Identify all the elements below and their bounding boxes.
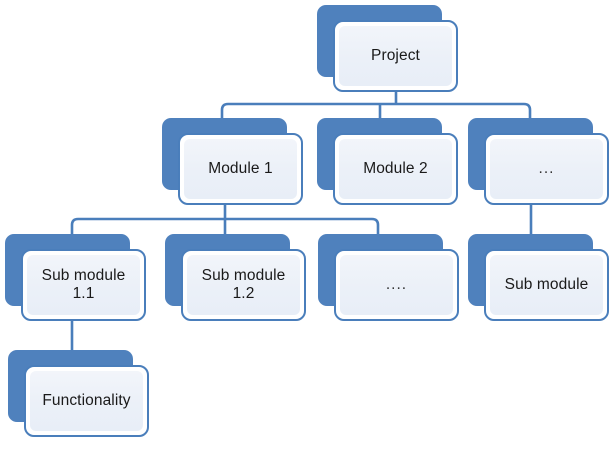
tree-node-sub12[interactable]: Sub module 1.2 — [165, 234, 306, 321]
node-label: Sub module 1.1 — [41, 266, 126, 302]
tree-node-sub11[interactable]: Sub module 1.1 — [5, 234, 146, 321]
tree-node-module2[interactable]: Module 2 — [317, 118, 458, 205]
node-card: .... — [334, 249, 459, 321]
tree-node-functionality[interactable]: Functionality — [8, 350, 149, 437]
node-label: Project — [371, 46, 420, 64]
node-label: Module 2 — [363, 159, 428, 177]
node-inner-fill: ... — [490, 139, 603, 199]
tree-node-sub-right[interactable]: Sub module — [468, 234, 609, 321]
node-label: Sub module — [504, 275, 589, 293]
node-label: ... — [538, 159, 555, 177]
tree-node-project[interactable]: Project — [317, 5, 458, 92]
node-card: Module 1 — [178, 133, 303, 205]
node-card: Module 2 — [333, 133, 458, 205]
node-card: Sub module 1.1 — [21, 249, 146, 321]
edge-bus-level1 — [220, 102, 532, 133]
node-label: Sub module 1.2 — [201, 266, 286, 302]
tree-node-module1[interactable]: Module 1 — [162, 118, 303, 205]
node-card: Project — [333, 20, 458, 92]
node-label: Module 1 — [208, 159, 273, 177]
node-label: .... — [385, 275, 408, 293]
node-inner-fill: .... — [340, 255, 453, 315]
node-inner-fill: Sub module 1.2 — [187, 255, 300, 315]
node-inner-fill: Project — [339, 26, 452, 86]
node-card: Sub module — [484, 249, 609, 321]
node-inner-fill: Functionality — [30, 371, 143, 431]
node-inner-fill: Module 1 — [184, 139, 297, 199]
node-inner-fill: Module 2 — [339, 139, 452, 199]
tree-node-sub-more[interactable]: .... — [318, 234, 459, 321]
node-card: ... — [484, 133, 609, 205]
tree-node-module-more[interactable]: ... — [468, 118, 609, 205]
node-inner-fill: Sub module — [490, 255, 603, 315]
node-card: Functionality — [24, 365, 149, 437]
node-card: Sub module 1.2 — [181, 249, 306, 321]
node-inner-fill: Sub module 1.1 — [27, 255, 140, 315]
node-label: Functionality — [42, 391, 131, 409]
